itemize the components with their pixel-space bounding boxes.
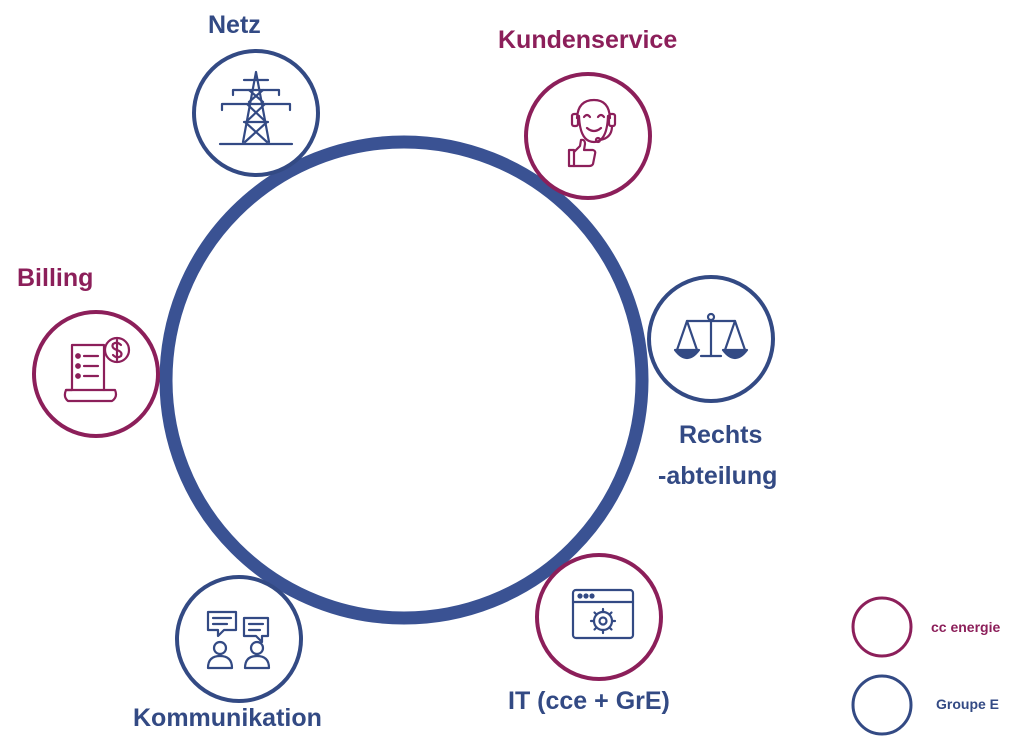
node-netz (192, 49, 320, 177)
legend-label-groupe-e: Groupe E (936, 696, 1000, 712)
node-kommunikation-circle (175, 575, 303, 703)
node-kommunikation (175, 575, 303, 703)
node-billing-circle (32, 310, 160, 438)
browser-gear-icon (571, 588, 635, 640)
node-billing (32, 310, 160, 438)
people-chat-icon (206, 610, 271, 670)
customer-support-icon (567, 98, 617, 168)
label-kundenservice: Kundenservice (498, 26, 678, 54)
scales-icon (673, 312, 749, 360)
label-billing: Billing (17, 264, 94, 292)
node-kundenservice (524, 72, 652, 200)
label-netz: Netz (208, 11, 261, 39)
label-kommunikation: Kommunikation (133, 704, 322, 732)
invoice-dollar-icon (63, 336, 131, 403)
node-rechtsabteilung (647, 275, 775, 403)
label-rechtsabteilung-line2: -abteilung (658, 462, 778, 490)
label-rechtsabteilung-line1: Rechts (679, 421, 763, 449)
label-it: IT (cce + GrE) (508, 687, 670, 715)
power-tower-icon (218, 70, 294, 146)
legend-swatch-groupe-e (851, 674, 913, 736)
central-ring (159, 135, 649, 625)
node-kundenservice-circle (524, 72, 652, 200)
node-it-circle (535, 553, 663, 681)
legend (851, 596, 913, 736)
legend-label-cc-energie: cc energie (931, 619, 1001, 635)
node-it (535, 553, 663, 681)
legend-swatch-cc-energie (851, 596, 913, 658)
